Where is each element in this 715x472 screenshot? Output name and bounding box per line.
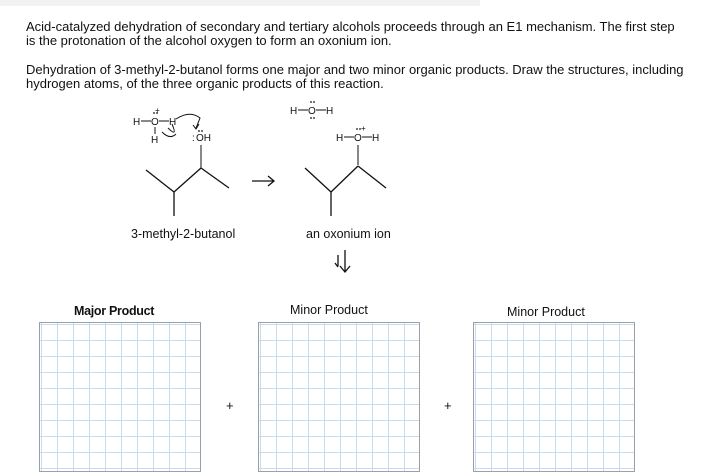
question-text: Acid-catalyzed dehydration of secondary … [26,20,686,106]
hydronium-o: O [151,117,159,128]
water-o: O [308,106,316,117]
minor-product-drawing-canvas-2[interactable] [473,322,635,472]
down-arrow [334,250,351,274]
reactant-name: 3-methyl-2-butanol [131,227,236,241]
intermediate-skeleton [304,165,387,216]
alcohol-oh: OH [196,133,211,144]
oxonium-group: H O + H [336,124,379,165]
water-h-right: H [326,106,333,117]
plus-sign-2: + [444,398,452,413]
oxonium-h-left: H [336,133,343,144]
intro-paragraph-1: Acid-catalyzed dehydration of secondary … [26,19,675,48]
minor-product-label-1: Minor Product [290,303,368,317]
top-strip [0,0,480,6]
hydronium-charge: + [155,106,160,115]
minor-product-drawing-canvas-1[interactable] [258,322,420,472]
reaction-scheme: H O + H H : OH H O H H [133,101,387,274]
hydronium-h-right: H [169,117,176,128]
oxonium-h-right: H [372,133,379,144]
intro-paragraph-2: Dehydration of 3-methyl-2-butanol forms … [26,62,684,91]
hydronium-h-left: H [133,117,140,128]
reaction-arrow [252,175,276,187]
hydronium-h-bottom: H [151,135,158,146]
oxonium-o: O [354,133,362,144]
minor-product-label-2: Minor Product [507,305,585,319]
intermediate-name: an oxonium ion [306,227,391,241]
alcohol-lone-pair: : [192,133,195,144]
major-product-label: Major Product [74,304,155,318]
water-h-left: H [290,106,297,117]
water-molecule: H O H [290,101,333,119]
reactant-skeleton [145,167,230,216]
plus-sign-1: + [226,398,234,413]
oxonium-charge: + [361,124,366,133]
major-product-drawing-canvas[interactable] [39,322,201,472]
hydronium-ion: H O + H H [133,106,201,146]
